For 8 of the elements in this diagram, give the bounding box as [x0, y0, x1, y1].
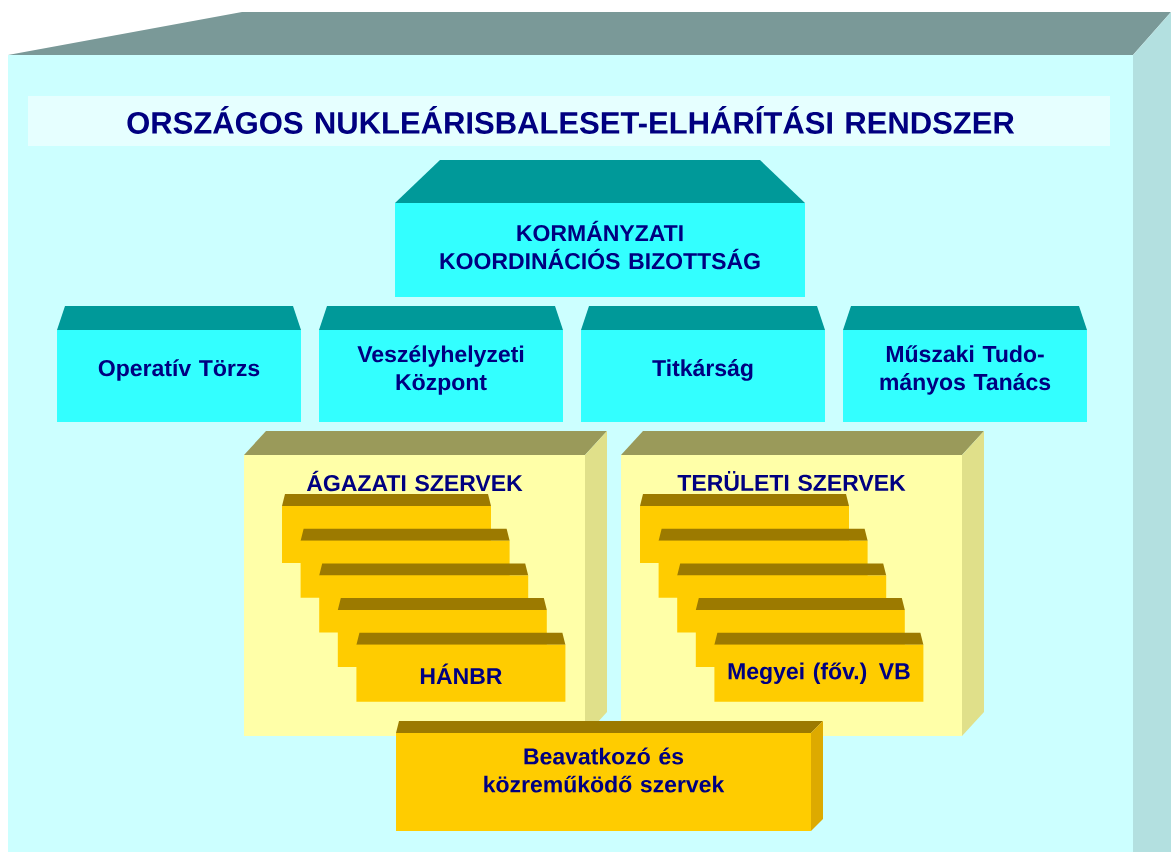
stacked-box: Megyei (főv.) VB — [714, 632, 924, 702]
unit-box: Veszélyhelyzeti Központ — [319, 306, 563, 422]
unit-box: Titkárság — [581, 306, 825, 422]
unit-box: Műszaki Tudo- mányos Tanács — [843, 306, 1087, 422]
unit-box: Operatív Törzs — [57, 306, 301, 422]
committee-box: KORMÁNYZATI KOORDINÁCIÓS BIZOTTSÁG — [395, 160, 805, 297]
stacked-box: HÁNBR — [356, 632, 566, 702]
action-box: Beavatkozó és közreműködő szervek — [396, 721, 823, 831]
